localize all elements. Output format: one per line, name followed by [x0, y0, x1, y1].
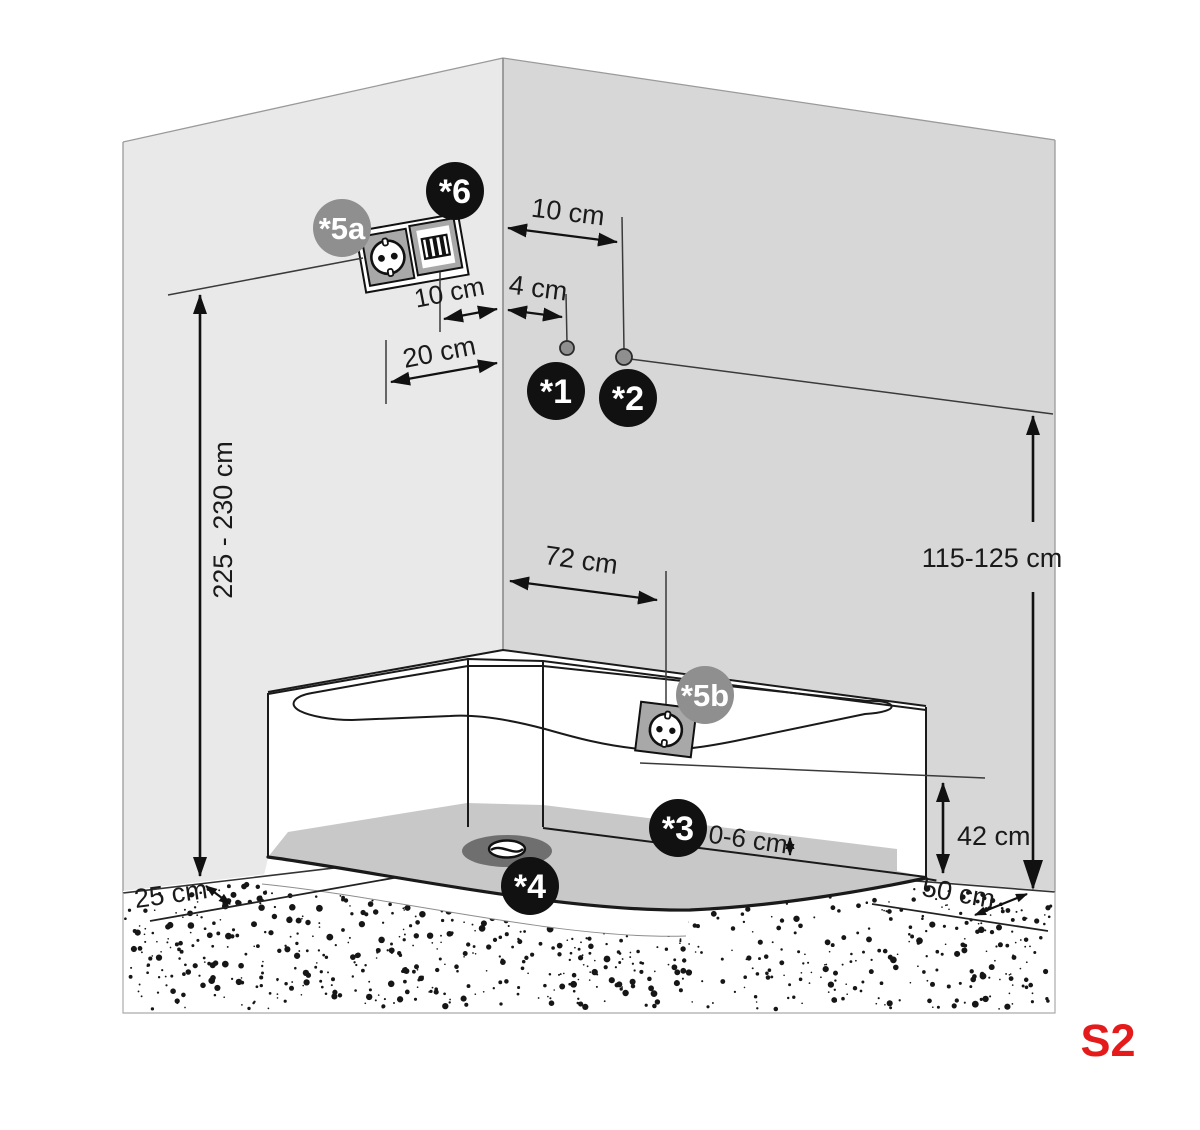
- callout-5b-label: *5b: [681, 678, 729, 713]
- tub-right-apron-bottom-edge: [542, 827, 927, 878]
- height-reference-leader: [167, 257, 364, 296]
- dimension-socket-height: 225 - 230 cm: [167, 257, 364, 877]
- tub-socket-icon: [634, 700, 698, 759]
- arrow-25cm: [205, 885, 231, 905]
- dimension-corner-to-item1: 4 cm: [507, 270, 569, 344]
- callout-3: *3: [649, 799, 707, 857]
- tub-inner-bowl-outline: [292, 665, 893, 751]
- callout-4-label: *4: [514, 868, 546, 906]
- callout-5a-label: *5a: [319, 211, 366, 246]
- height-reference-line: [629, 358, 1054, 415]
- control-switch-icon: [408, 217, 464, 277]
- arrow-10cm-left: [443, 305, 498, 323]
- dim-label-4cm: 4 cm: [507, 270, 569, 307]
- wall-unit: [354, 212, 470, 294]
- drain-cap-detail: [490, 846, 524, 853]
- tub-socket: [634, 700, 698, 759]
- callout-5a: *5a: [313, 199, 371, 257]
- tub-front-rim-edge: [267, 658, 927, 711]
- callout-6-label: *6: [439, 173, 471, 211]
- callout-2: *2: [599, 369, 657, 427]
- tub-rim-reference-line: [639, 762, 986, 779]
- dim-label-115-125: 115-125 cm: [922, 543, 1063, 573]
- arrow-10cm-top: [507, 223, 618, 247]
- arrow-4cm: [507, 305, 563, 322]
- arrow-72cm: [509, 576, 658, 605]
- tub-floor-contact-contour: [266, 855, 928, 912]
- dimension-tub-height: 42 cm: [639, 762, 1031, 874]
- callout-3-label: *3: [662, 810, 694, 848]
- callouts: *5a *6 *1 *2 *5b *3 *4: [313, 162, 734, 915]
- arrow-20cm: [390, 359, 498, 386]
- callout-1: *1: [527, 362, 585, 420]
- dimension-items-height: 115-125 cm: [629, 358, 1063, 890]
- arrow-50cm: [974, 892, 1028, 917]
- callout-1-label: *1: [540, 373, 572, 411]
- sheet-code: S2: [1080, 1015, 1135, 1066]
- power-socket-icon: [360, 227, 416, 287]
- floor-outer-border: [122, 892, 1056, 1014]
- tick-item2: [621, 216, 625, 351]
- item2-position-dot: [615, 348, 633, 366]
- dim-label-42cm: 42 cm: [957, 821, 1031, 851]
- bathtub: [266, 649, 928, 912]
- item1-position-dot: [559, 340, 575, 356]
- tick-item1: [565, 293, 568, 344]
- right-clearance-line: [871, 903, 1049, 932]
- callout-6: *6: [426, 162, 484, 220]
- callout-2-label: *2: [612, 380, 644, 418]
- tub-back-rim-edge: [267, 649, 927, 707]
- tub-base-clearance-band: [262, 858, 690, 937]
- callout-4: *4: [501, 857, 559, 915]
- callout-5b: *5b: [676, 666, 734, 724]
- dim-label-socket-height: 225 - 230 cm: [208, 441, 238, 599]
